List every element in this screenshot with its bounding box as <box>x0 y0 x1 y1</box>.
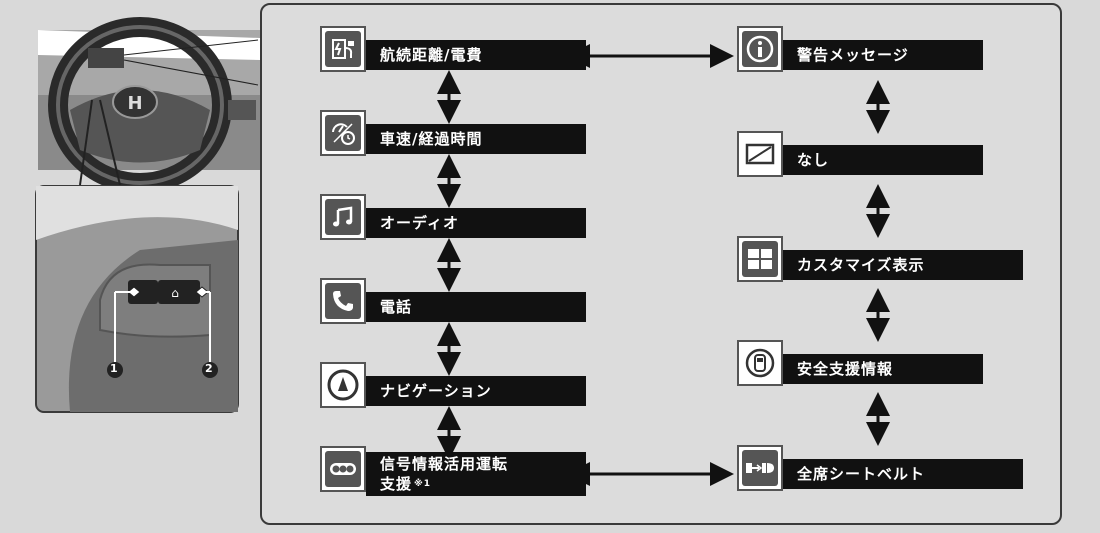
svg-text:H: H <box>127 93 142 114</box>
info-icon <box>737 26 783 72</box>
safety-support-icon <box>737 340 783 386</box>
callout-1: 1 <box>110 362 118 375</box>
callout-2: 2 <box>205 362 213 375</box>
menu-label: 車速/経過時間 <box>366 124 586 154</box>
menu-label: ナビゲーション <box>366 376 586 406</box>
seatbelt-icon <box>737 445 783 491</box>
steering-wheel-illustration: H ⌂ <box>35 17 260 413</box>
menu-label: 安全支援情報 <box>783 354 983 384</box>
traffic-signal-icon <box>320 446 366 492</box>
menu-label-line1: 信号情報活用運転 <box>380 455 509 473</box>
menu-label: 全席シートベルト <box>783 459 1023 489</box>
menu-label-multiline: 信号情報活用運転 支援※1 <box>366 452 586 496</box>
customize-layout-icon <box>737 236 783 282</box>
menu-label: 警告メッセージ <box>783 40 983 70</box>
menu-label: 電話 <box>366 292 586 322</box>
ev-charge-icon <box>320 26 366 72</box>
music-note-icon <box>320 194 366 240</box>
menu-label: カスタマイズ表示 <box>783 250 1023 280</box>
menu-label-line2: 支援 <box>380 475 413 493</box>
speed-timer-icon <box>320 110 366 156</box>
blank-screen-icon <box>737 131 783 177</box>
menu-label: 航続距離/電費 <box>366 40 586 70</box>
navigation-icon <box>320 362 366 408</box>
menu-label: なし <box>783 145 983 175</box>
menu-label: オーディオ <box>366 208 586 238</box>
svg-text:⌂: ⌂ <box>171 286 179 300</box>
phone-icon <box>320 278 366 324</box>
footnote-mark: ※1 <box>414 479 432 489</box>
